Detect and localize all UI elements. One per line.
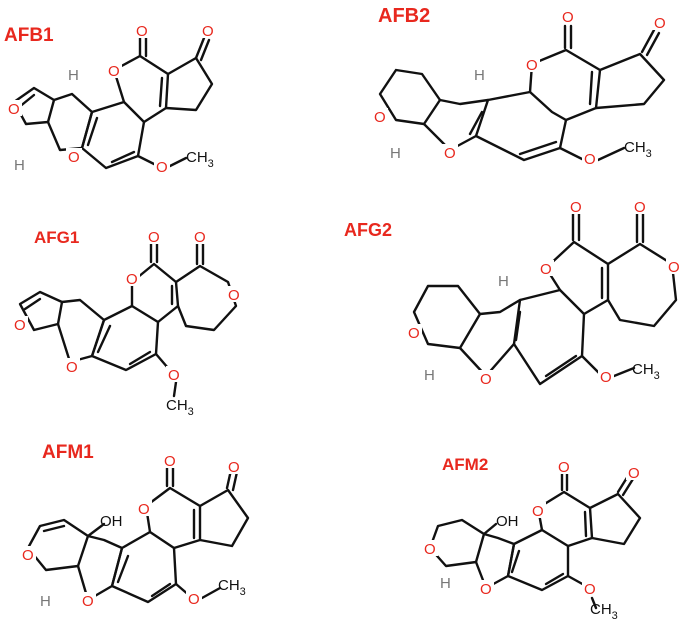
afm1-cyclopentenone-ring [198,488,250,548]
afb1-ring-o1: O [108,63,120,80]
afg1-lactone-ring-2 [174,264,238,332]
afg2-methyl: CH3 [632,361,660,382]
afb1-cyclopentenone-ring [164,56,214,112]
afb2-cyclopentenone-ring [594,52,666,110]
afb1-methyl: CH3 [186,149,214,170]
afb1-h-bottom: H [14,157,25,174]
afm1-ring-o2: O [22,547,34,564]
afm1-benzene-ring [110,530,178,604]
afb1-ring-o3: O [68,149,80,166]
afb2-methyl: CH3 [624,139,652,160]
afg1-ring-o4: O [66,359,78,376]
afb2-ring-o3: O [444,145,456,162]
structure-afg1: AFG1 O O O O O O O CH3 [12,228,242,418]
label-afg1: AFG1 [34,228,79,247]
afm2-methyl: CH3 [590,601,618,622]
afb1-furan-ring [46,92,94,152]
afm2-ring-o1: O [532,503,544,520]
afb2-benzene-ring [474,90,568,162]
label-afb1: AFB1 [4,25,54,46]
afb1-h-top: H [68,67,79,84]
afm2-cyclopentenone-ring [588,492,642,546]
afg1-methoxy-o: O [168,367,180,384]
afg1-benzene-ring [90,304,160,372]
afg2-ring-o3: O [408,325,420,342]
afg1-methyl: CH3 [166,397,194,418]
afg1-dihydrofuran-ring [18,290,64,332]
afb1-dihydrofuran-ring [12,86,56,126]
afb1-lactone-ring [112,54,170,124]
afg2-h-top: H [498,273,509,290]
structure-afm1: AFM1 O O O O O O CH3 OH H [20,442,250,610]
label-afb2: AFB2 [378,5,430,27]
afg2-ring-o1: O [540,261,552,278]
afg2-lactone-ring [544,240,610,316]
afb1-carbonyl-o1: O [136,23,148,40]
structure-afm2: AFM2 O O O O O O CH3 OH H [422,455,642,622]
afm2-carbonyl-o2: O [628,465,640,482]
afm1-h-bottom: H [40,593,51,610]
afg2-lactone-ring-2 [606,242,678,328]
afb2-lactone-ring [528,48,602,122]
afm1-methoxy-o: O [188,591,200,608]
afm1-carbonyl-o2: O [228,459,240,476]
afb2-h-top: H [474,67,485,84]
afm2-hydroxyl: OH [496,513,519,530]
afm2-h-bottom: H [440,575,451,592]
afb2-methoxy-o: O [584,151,596,168]
structure-afb2: AFB2 O O O O O O CH3 H H [372,5,668,168]
afm1-lactone-ring [144,486,202,550]
afg2-h-bottom: H [424,367,435,384]
afg2-ring-o4: O [480,371,492,388]
afg1-carbonyl-o1: O [148,229,160,246]
structure-afg2: AFG2 O O O O O O O CH3 H H [344,198,682,388]
afm2-tetrahydrofuran-ring [428,518,486,568]
afm1-hydroxyl: OH [100,513,123,530]
afm1-carbonyl-o1: O [164,453,176,470]
afm2-methoxy-o: O [584,581,596,598]
afg2-methoxy-o: O [600,369,612,386]
afm2-lactone-ring [536,490,594,548]
afg2-benzene-ring [512,288,586,386]
afb1-methoxy-o: O [156,159,168,176]
afg1-ring-o3: O [14,317,26,334]
afm2-ring-o3: O [480,581,492,598]
label-afm2: AFM2 [442,455,488,474]
afg1-carbonyl-o2: O [194,229,206,246]
afb2-ring-o2: O [374,109,386,126]
afg2-furan-ring [458,298,522,378]
structure-afb1: AFB1 O O O O O O CH3 H H [4,22,216,176]
afm1-methyl: CH3 [218,577,246,598]
afg2-tetrahydrofuran-ring [412,284,482,350]
afb2-h-bottom: H [390,145,401,162]
afb2-carbonyl-o2: O [654,15,666,32]
afg2-carbonyl-o1: O [570,199,582,216]
label-afm1: AFM1 [42,442,94,463]
afb1-ring-o2: O [8,101,20,118]
afg1-ring-o2: O [228,287,240,304]
afm2-carbonyl-o1: O [558,459,570,476]
afb2-ring-o1: O [526,57,538,74]
label-afg2: AFG2 [344,220,392,240]
afm1-ring-o3: O [82,593,94,610]
afb1-carbonyl-o2: O [202,23,214,40]
afm2-ring-o2: O [424,541,436,558]
afb2-carbonyl-o1: O [562,9,574,26]
afg1-ring-o1: O [126,271,138,288]
afm1-ring-o1: O [138,501,150,518]
afg2-ring-o2: O [668,259,680,276]
afg2-carbonyl-o2: O [634,199,646,216]
afb2-tetrahydrofuran-ring [378,68,442,126]
